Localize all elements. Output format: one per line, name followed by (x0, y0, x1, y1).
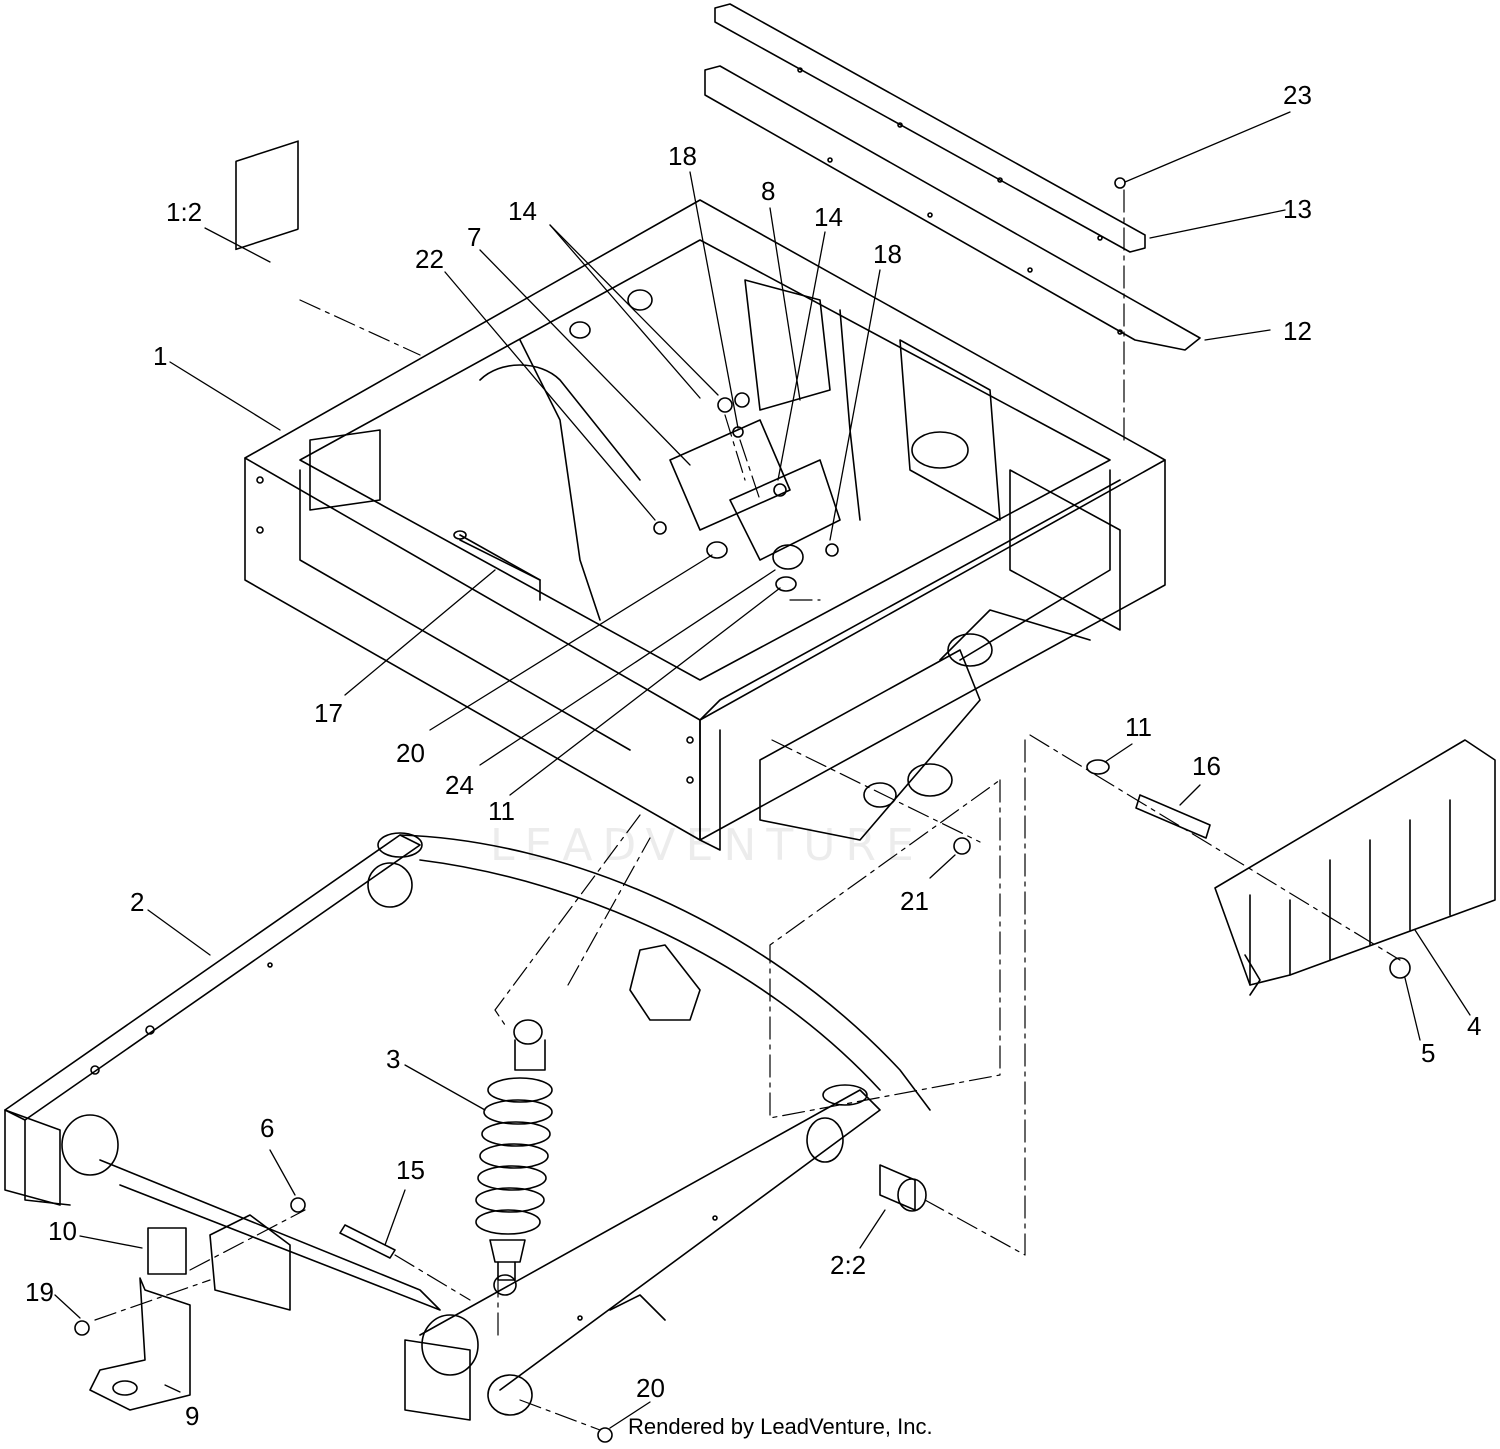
frame-assembly (244, 199, 1166, 851)
washer-11 (1086, 759, 1110, 775)
bracket-part-9 (89, 1277, 191, 1411)
leader-lines (54, 111, 1471, 1429)
callout-20-lower[interactable]: 20 (636, 1373, 665, 1403)
callout-12[interactable]: 12 (1283, 316, 1312, 346)
callout-16[interactable]: 16 (1192, 751, 1221, 781)
callout-8[interactable]: 8 (761, 176, 776, 206)
callout-1[interactable]: 1 (153, 341, 168, 371)
callout-19[interactable]: 19 (25, 1277, 54, 1307)
callout-13[interactable]: 13 (1283, 194, 1312, 224)
bolt-15 (339, 1224, 396, 1259)
callout-10[interactable]: 10 (48, 1216, 77, 1246)
nut-6 (290, 1197, 306, 1213)
callout-18-left[interactable]: 18 (668, 141, 697, 171)
callout-14-right[interactable]: 14 (814, 202, 843, 232)
callout-11-center[interactable]: 11 (488, 796, 515, 826)
hardware-items (74, 140, 1411, 1443)
callout-21[interactable]: 21 (900, 886, 929, 916)
callout-2[interactable]: 2 (130, 887, 145, 917)
callout-22[interactable]: 22 (415, 244, 444, 274)
decal-10 (147, 1227, 187, 1275)
callout-5[interactable]: 5 (1421, 1038, 1436, 1068)
callout-18-right[interactable]: 18 (873, 239, 902, 269)
bushing-2-2 (879, 1164, 916, 1211)
bolt-19 (74, 1320, 90, 1336)
decal-1-2 (235, 140, 299, 251)
top-rails (704, 3, 1201, 351)
bolt-16 (1135, 794, 1211, 839)
bolt-23 (1114, 177, 1126, 189)
watermark: LEADVENTURE (490, 820, 924, 871)
callout-15[interactable]: 15 (396, 1155, 425, 1185)
callout-1-2[interactable]: 1:2 (166, 197, 203, 227)
callout-9[interactable]: 9 (185, 1401, 200, 1431)
callout-17[interactable]: 17 (314, 698, 343, 728)
callout-6[interactable]: 6 (260, 1113, 275, 1143)
nut-5 (1389, 957, 1411, 979)
callout-23[interactable]: 23 (1283, 80, 1312, 110)
assembly-lines (94, 189, 1401, 1431)
callout-2-2[interactable]: 2:2 (830, 1250, 867, 1280)
step-part-4 (1214, 739, 1496, 996)
callout-11-right[interactable]: 11 (1125, 712, 1152, 742)
callout-24[interactable]: 24 (445, 770, 474, 800)
shock-part-3 (475, 1019, 553, 1296)
callout-20-upper[interactable]: 20 (396, 738, 425, 768)
nut-20 (597, 1427, 613, 1443)
nut-21 (953, 837, 971, 855)
swing-arm-part-2 (4, 832, 931, 1421)
callout-4[interactable]: 4 (1467, 1011, 1482, 1041)
callout-7[interactable]: 7 (467, 222, 482, 252)
render-credit: Rendered by LeadVenture, Inc. (628, 1414, 933, 1439)
callout-14-left[interactable]: 14 (508, 196, 537, 226)
callout-3[interactable]: 3 (386, 1044, 401, 1074)
